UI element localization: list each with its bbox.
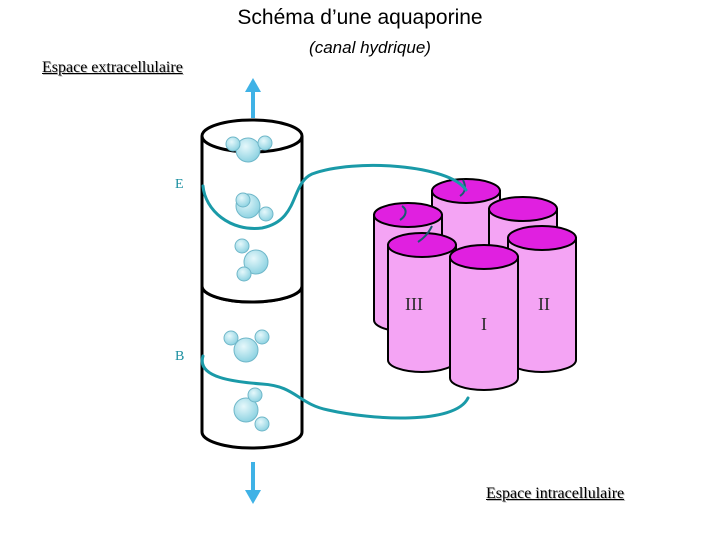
water-molecule-icon [233,387,270,432]
water-flow-arrow-up [245,78,261,118]
water-molecule-icon [234,238,269,282]
intracellular-space-label: Espace intracellulaire [486,485,625,502]
helix-label-ii: II [538,294,550,314]
water-channel-cylinder [200,118,304,450]
loop-end [417,225,433,243]
water-molecule-icon [225,135,273,163]
water-flow-arrow-down [245,462,261,504]
loop-end [399,205,407,221]
helix-cylinder [387,232,457,373]
water-molecule-icon [223,329,270,363]
extracellular-space-label: Espace extracellulaire [42,59,183,76]
helix-label-i: I [481,314,487,334]
diagram-title: Schéma d’une aquaporine [237,6,483,29]
loop-e [201,163,468,230]
water-molecule-icon [235,192,274,222]
loop-b [200,354,470,420]
diagram-subtitle: (canal hydrique) [309,38,431,57]
helix-cylinder [449,244,519,391]
segment-e-label: E [175,177,184,192]
segment-b-label: B [175,349,184,364]
helix-label-iii: III [405,294,423,314]
